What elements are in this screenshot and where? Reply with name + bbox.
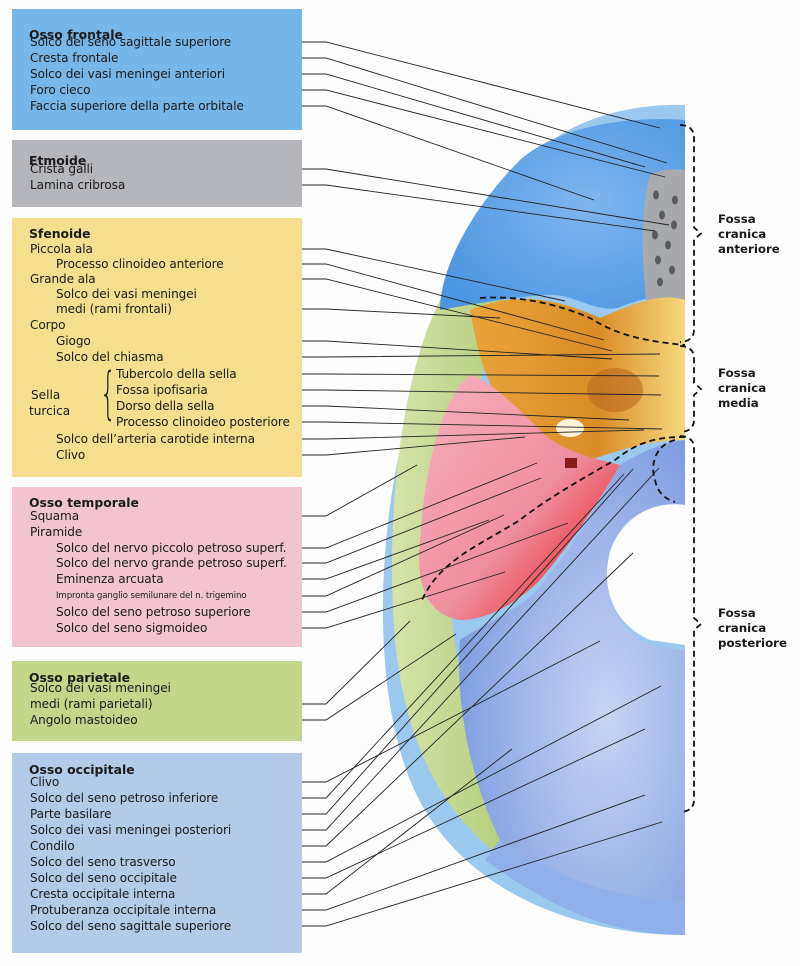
bracket-fossa-posteriore xyxy=(679,435,703,813)
label-item: Solco dei vasi meningei posteriori xyxy=(30,823,232,837)
brace-icon: { xyxy=(100,361,117,426)
cribriform-foramen xyxy=(655,255,661,265)
label-item: Clivo xyxy=(56,448,86,462)
leader-line xyxy=(294,477,542,564)
label-item: Dorso della sella xyxy=(116,399,215,413)
group-title: Etmoide xyxy=(29,153,87,168)
label-item: Piccola ala xyxy=(30,242,93,256)
sella-turcica-label-1: Sella xyxy=(31,388,61,402)
region-line: cranica xyxy=(718,227,767,241)
region-line: anteriore xyxy=(718,242,780,256)
leader-line xyxy=(294,462,538,549)
label-item: Faccia superiore della parte orbitale xyxy=(30,99,244,113)
label-item: Angolo mastoideo xyxy=(30,713,138,727)
ethmoid-bone xyxy=(642,169,685,300)
label-item: Fossa ipofisaria xyxy=(116,383,208,397)
group-title: Sfenoide xyxy=(29,226,91,241)
parietal-bone xyxy=(392,300,545,870)
label-item: Solco dei vasi meningei xyxy=(56,287,197,301)
cribriform-foramen xyxy=(672,195,678,205)
label-item: Parte basilare xyxy=(30,807,112,821)
group-title: Osso frontale xyxy=(29,27,123,42)
cribriform-foramen xyxy=(659,210,665,220)
sella-turcica-shape xyxy=(587,368,643,412)
label-item: Solco del seno sagittale superiore xyxy=(30,919,232,933)
cribriform-foramen xyxy=(652,230,658,240)
label-item: Solco del seno sagittale superiore xyxy=(30,35,232,49)
group-osso-frontale: Osso frontale xyxy=(12,9,302,130)
label-item: medi (rami frontali) xyxy=(56,302,172,316)
foramen-spinosum xyxy=(565,458,577,468)
region-fossa-posteriore: Fossa cranica posteriore xyxy=(718,606,787,651)
label-item: Solco del nervo grande petroso superf. xyxy=(56,556,287,570)
label-item: Lamina cribrosa xyxy=(30,178,126,192)
cribriform-foramen xyxy=(671,220,677,230)
cribriform-foramen xyxy=(669,265,675,275)
fossa-boundary-anterior xyxy=(479,296,686,346)
label-item: Solco del chiasma xyxy=(56,350,164,364)
group-osso-occipitale: Osso occipitale xyxy=(12,753,302,953)
cribriform-foramen xyxy=(665,240,671,250)
label-item: Solco dell’arteria carotide interna xyxy=(56,432,255,446)
group-etmoide: Etmoide xyxy=(12,140,302,207)
label-item: Clivo xyxy=(30,775,60,789)
occipital-rim xyxy=(485,840,685,935)
cribriform-foramen xyxy=(657,277,663,287)
region-fossa-anteriore: Fossa cranica anteriore xyxy=(718,212,780,257)
foramen-rotundum xyxy=(556,419,584,437)
label-item: Solco del seno occipitale xyxy=(30,871,177,885)
cribriform-foramen xyxy=(653,190,659,200)
region-line: Fossa xyxy=(718,366,756,380)
label-item: Processo clinoideo anteriore xyxy=(56,257,224,271)
label-item: Cresta frontale xyxy=(30,51,119,65)
sella-turcica-label-2: turcica xyxy=(29,404,71,418)
label-item: Solco del nervo piccolo petroso superf. xyxy=(56,541,287,555)
label-item: Solco dei vasi meningei anteriori xyxy=(30,67,225,81)
region-line: cranica xyxy=(718,621,767,635)
label-item: Tubercolo della sella xyxy=(116,367,237,381)
label-item: Giogo xyxy=(56,334,91,348)
temporal-bone xyxy=(419,375,620,620)
label-item: Processo clinoideo posteriore xyxy=(116,415,290,429)
label-item: Piramide xyxy=(30,525,83,539)
label-item: Solco del seno sigmoideo xyxy=(56,621,208,635)
leader-line xyxy=(298,421,663,430)
group-osso-parietale: Osso parietale xyxy=(12,661,302,741)
occipital-bone xyxy=(459,440,685,900)
label-item: Solco dei vasi meningei xyxy=(30,681,171,695)
label-item: Eminenza arcuata xyxy=(56,572,164,586)
region-line: media xyxy=(718,396,759,410)
region-line: posteriore xyxy=(718,636,787,650)
region-line: cranica xyxy=(718,381,767,395)
label-item: Foro cieco xyxy=(30,83,91,97)
label-item: Crista galli xyxy=(30,162,94,176)
label-item: Grande ala xyxy=(30,272,96,286)
group-sfenoide: Sfenoide xyxy=(12,218,302,477)
label-item: Solco del seno petroso inferiore xyxy=(30,791,219,805)
label-item: Corpo xyxy=(30,318,66,332)
label-item: Solco del seno petroso superiore xyxy=(56,605,251,619)
group-title: Osso temporale xyxy=(29,495,139,510)
group-osso-temporale: Osso temporale xyxy=(12,487,302,647)
foramen-magnum xyxy=(606,504,685,645)
label-item: Squama xyxy=(30,509,80,523)
group-title: Osso parietale xyxy=(29,670,131,685)
bracket-fossa-anteriore xyxy=(679,124,703,343)
label-item: Solco del seno trasverso xyxy=(30,855,176,869)
label-item: Protuberanza occipitale interna xyxy=(30,903,217,917)
group-title: Osso occipitale xyxy=(29,762,135,777)
label-item: medi (rami parietali) xyxy=(30,697,153,711)
fossa-boundary-clivus xyxy=(652,439,676,503)
region-line: Fossa xyxy=(718,212,756,226)
label-item: Impronta ganglio semilunare del n. trige… xyxy=(56,591,247,601)
label-item: Condilo xyxy=(30,839,75,853)
fossa-boundary-middle xyxy=(421,436,686,601)
bracket-fossa-media xyxy=(679,345,703,433)
region-fossa-media: Fossa cranica media xyxy=(718,366,766,411)
region-line: Fossa xyxy=(718,606,756,620)
label-item: Cresta occipitale interna xyxy=(30,887,176,901)
